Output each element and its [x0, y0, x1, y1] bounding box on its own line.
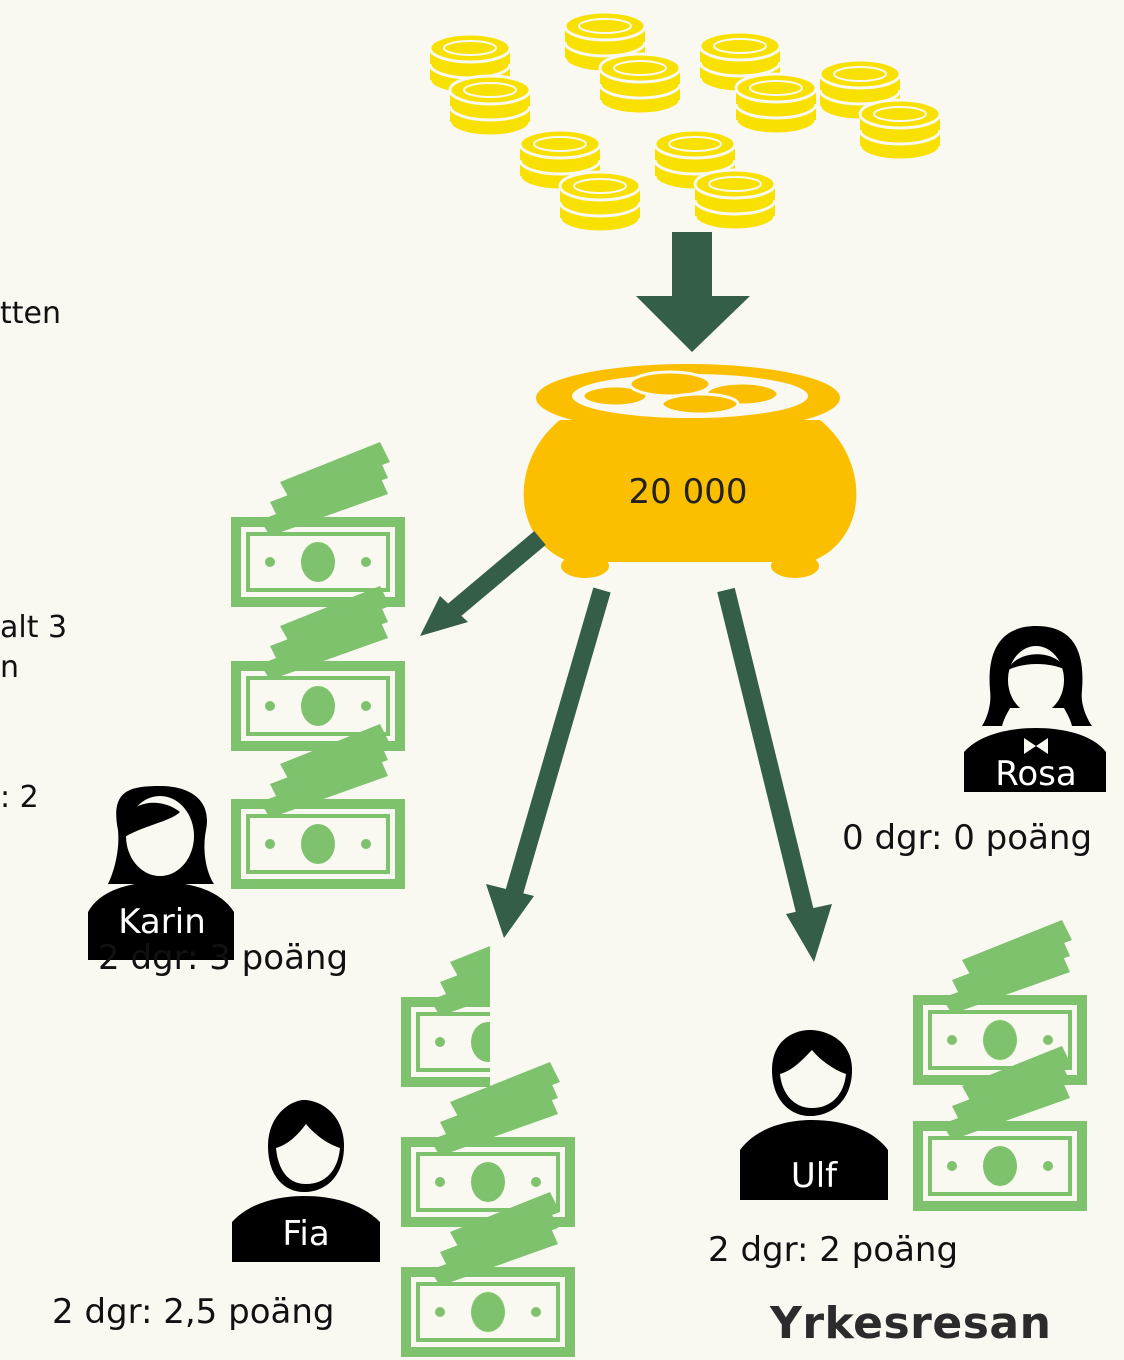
person-karin-icon [88, 786, 234, 960]
money-karin-icon [236, 442, 400, 884]
brand-logo-text: Yrkesresan [770, 1298, 1052, 1349]
money-fia-icon [400, 922, 570, 1352]
pot-amount-label: 20 000 [628, 472, 748, 512]
money-ulf-icon [918, 920, 1082, 1206]
caption-ulf: 2 dgr: 2 poäng [708, 1230, 959, 1270]
person-ulf-icon [740, 1030, 888, 1200]
caption-fia: 2 dgr: 2,5 poäng [52, 1292, 335, 1332]
person-name-fia: Fia [282, 1214, 330, 1254]
coin-stacks-icon [428, 10, 942, 234]
person-name-karin: Karin [118, 902, 206, 942]
edge-text-2: alt 3 [0, 610, 68, 645]
person-name-rosa: Rosa [995, 754, 1077, 794]
edge-text-4: : 2 [0, 780, 39, 815]
edge-text-1: tten [0, 296, 61, 331]
person-fia-icon [232, 1100, 380, 1262]
arrows-to-people [420, 531, 832, 962]
caption-karin: 2 dgr: 3 poäng [98, 938, 349, 978]
arrow-down-icon [636, 232, 750, 352]
pot-icon [523, 364, 857, 578]
caption-rosa: 0 dgr: 0 poäng [842, 818, 1093, 858]
person-name-ulf: Ulf [790, 1156, 838, 1196]
person-rosa-icon [964, 626, 1106, 792]
edge-text-3: n [0, 650, 20, 685]
